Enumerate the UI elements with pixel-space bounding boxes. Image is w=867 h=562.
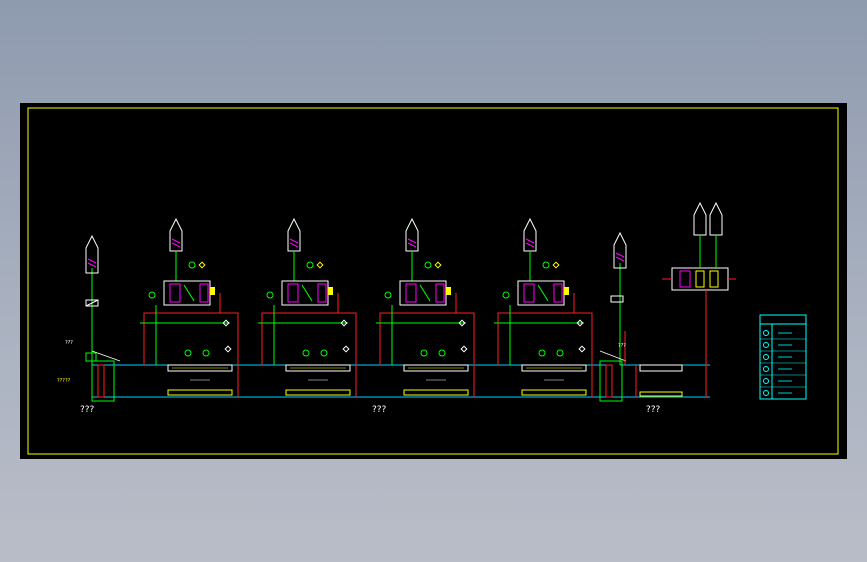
- legend-symbol-icon: [763, 342, 769, 348]
- unit-gauge-icon: [556, 349, 564, 357]
- unit-motor-icon: [210, 287, 215, 295]
- unit-valve-icon: [578, 345, 586, 353]
- unit-coil-icon: [317, 283, 327, 303]
- left-tag-label: ???: [65, 340, 73, 346]
- unit-filter-icon: [169, 283, 181, 303]
- unit-vent-icon: [405, 217, 419, 252]
- left-vent-icon: [85, 234, 99, 274]
- unit-gauge-icon: [420, 349, 428, 357]
- unit-filter-icon: [405, 283, 417, 303]
- ahu-vent-2-icon: [709, 201, 723, 236]
- unit-motor-icon: [564, 287, 569, 295]
- unit-duct-bottom: [403, 389, 469, 396]
- unit-duct-top: [285, 364, 351, 372]
- unit-motor-icon: [446, 287, 451, 295]
- ahu-unit-4: [494, 217, 593, 397]
- zone-label-middle: ???: [372, 405, 387, 415]
- right-tag-label: ???: [618, 343, 626, 349]
- zone-label-left: ???: [80, 405, 95, 415]
- unit-sensor-icon: [306, 261, 314, 269]
- unit-ahu-box: [163, 280, 211, 306]
- unit-gauge-icon: [302, 349, 310, 357]
- unit-ahu-box: [399, 280, 447, 306]
- unit-motor-icon: [328, 287, 333, 295]
- unit-gauge-icon: [202, 349, 210, 357]
- unit-valve-icon: [576, 319, 584, 327]
- unit-coil-icon: [553, 283, 563, 303]
- unit-sensor-icon: [542, 261, 550, 269]
- left-damper-icon: [85, 299, 99, 307]
- unit-duct-top: [521, 364, 587, 372]
- unit-vent-icon: [523, 217, 537, 252]
- unit-vent-icon: [169, 217, 183, 252]
- unit-supply-pipe: [261, 312, 357, 365]
- legend-symbol-icon: [763, 330, 769, 336]
- legend-symbol-icon: [763, 354, 769, 360]
- unit-valve-icon: [224, 345, 232, 353]
- unit-coil-icon: [435, 283, 445, 303]
- unit-sensor-icon: [384, 291, 392, 299]
- zone-label-right: ???: [646, 405, 661, 415]
- unit-filter-icon: [523, 283, 535, 303]
- right-ahu-icon: [662, 267, 736, 291]
- unit-duct-bottom: [521, 389, 587, 396]
- cad-drawing-canvas: ??? ??? ??? ??? ????? ???: [20, 103, 847, 459]
- legend-symbol-icon: [763, 378, 769, 384]
- unit-coil-icon: [199, 283, 209, 303]
- unit-sensor-icon: [148, 291, 156, 299]
- unit-valve-icon: [460, 345, 468, 353]
- left-note-label: ?????: [57, 378, 71, 384]
- unit-gauge-icon: [538, 349, 546, 357]
- unit-gauge-icon: [184, 349, 192, 357]
- unit-sensor-icon: [266, 291, 274, 299]
- right-damper-icon: [610, 295, 624, 303]
- unit-gauge-icon: [320, 349, 328, 357]
- unit-supply-pipe: [143, 312, 239, 365]
- legend-symbol-icon: [763, 366, 769, 372]
- legend-symbol-icon: [763, 390, 769, 396]
- drawing-frame: [27, 107, 839, 455]
- left-fan-icon: [85, 352, 97, 362]
- unit-duct-bottom: [285, 389, 351, 396]
- hvac-schematic: ??? ??? ??? ??? ????? ???: [27, 107, 839, 455]
- ahu-unit-1: [140, 217, 239, 397]
- unit-valve-icon: [222, 319, 230, 327]
- ahu-vent-1-icon: [693, 201, 707, 236]
- right-duct-bottom: [639, 391, 683, 397]
- right-vent-icon: [613, 231, 627, 269]
- unit-supply-pipe: [497, 312, 593, 365]
- unit-sensor-icon: [502, 291, 510, 299]
- unit-sensor-icon: [424, 261, 432, 269]
- unit-duct-top: [167, 364, 233, 372]
- unit-filter-icon: [287, 283, 299, 303]
- unit-valve-icon: [340, 319, 348, 327]
- ahu-unit-2: [258, 217, 357, 397]
- unit-duct-bottom: [167, 389, 233, 396]
- unit-ahu-box: [517, 280, 565, 306]
- unit-valve-icon: [342, 345, 350, 353]
- unit-valve-icon: [458, 319, 466, 327]
- unit-duct-top: [403, 364, 469, 372]
- left-equipment-box: [91, 360, 115, 402]
- unit-gauge-icon: [438, 349, 446, 357]
- ahu-unit-3: [376, 217, 475, 397]
- unit-vent-icon: [287, 217, 301, 252]
- unit-ahu-box: [281, 280, 329, 306]
- unit-sensor-icon: [188, 261, 196, 269]
- right-equipment-box: [599, 360, 623, 402]
- right-duct-top: [639, 364, 683, 372]
- unit-supply-pipe: [379, 312, 475, 365]
